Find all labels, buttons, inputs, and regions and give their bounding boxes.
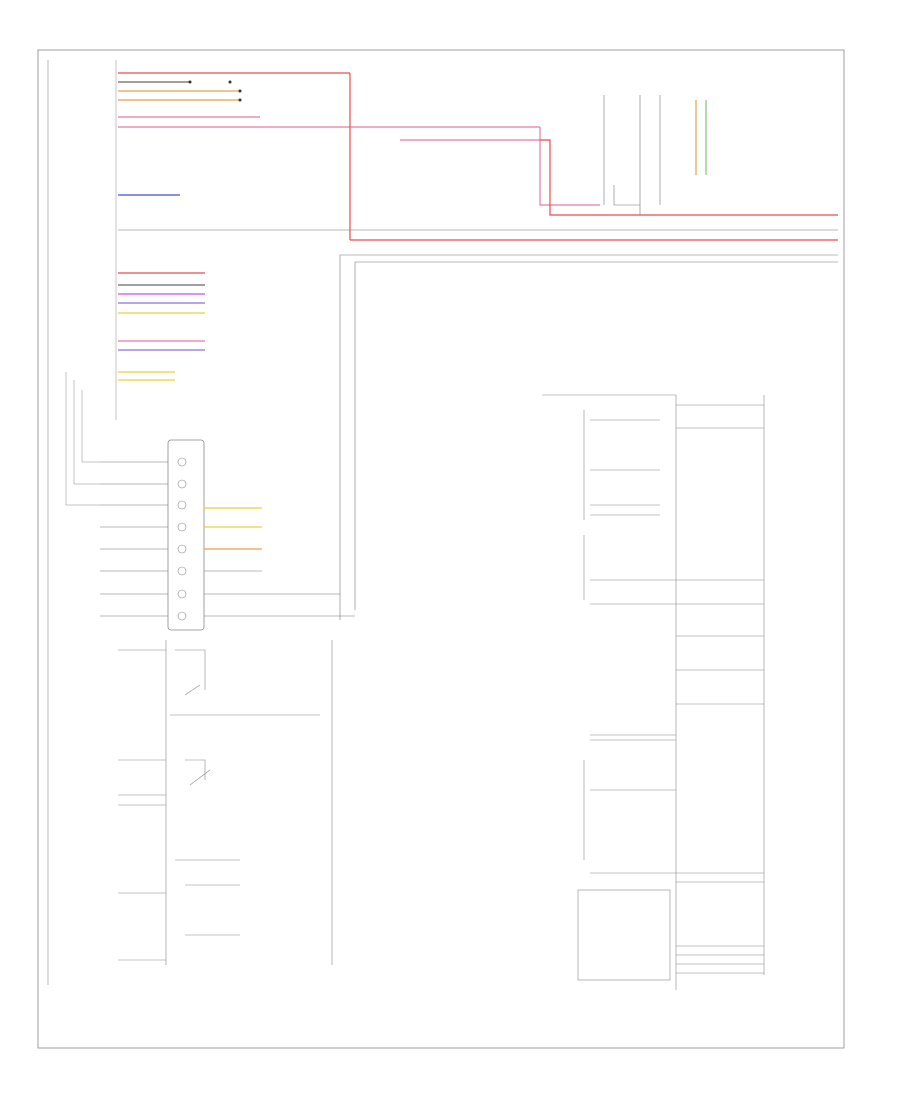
switch-block-outline [167,439,205,631]
left-switch-block [100,439,355,631]
top-connector-wires [118,72,838,241]
wire-pink-route [539,127,600,206]
wire-red-route-right [540,139,838,216]
wire-grey-exit-1 [339,254,838,620]
left-guide-lines [65,372,100,506]
wire-grey-exit-2 [354,261,838,610]
top-right-wires [603,95,707,215]
right-exit-wires [339,254,838,620]
vwire-route [613,185,640,206]
bottom-left-switch-panel [118,640,333,965]
top-pin-markers [188,80,242,102]
right-module [542,394,765,990]
left-colored-wires [118,194,205,381]
diagram-frame [37,49,845,1049]
